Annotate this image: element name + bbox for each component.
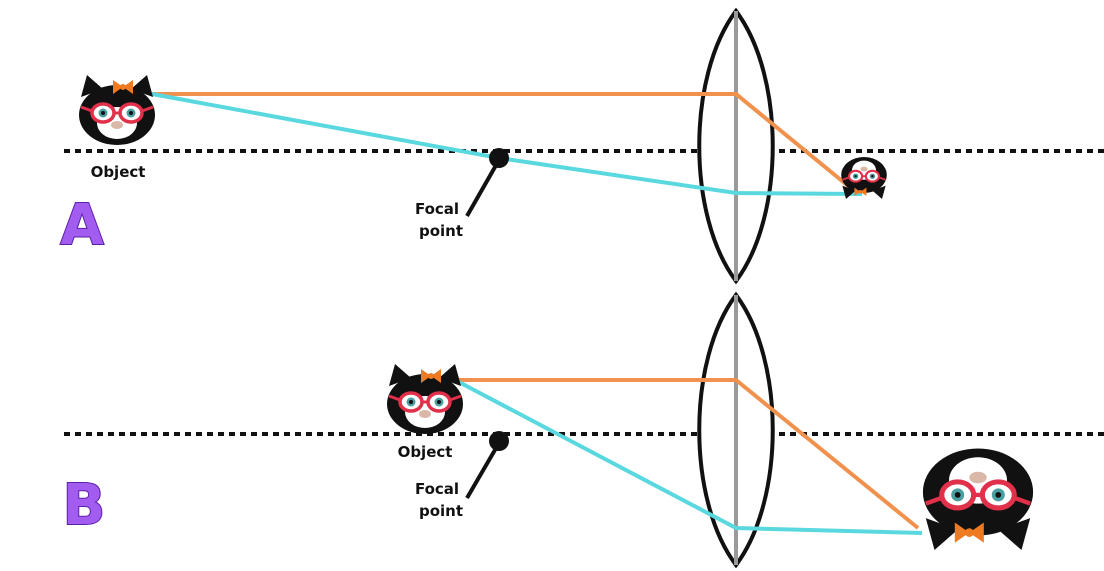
object-label-b: Object: [398, 443, 453, 461]
panel-letter-b: B: [63, 473, 106, 538]
focal-label-a-line2: point: [419, 222, 463, 240]
focal-ray-a: [151, 92, 863, 196]
image-cat-icon: [923, 449, 1033, 551]
focal-label-a-line1: Focal: [415, 200, 459, 218]
focal-pointer: [465, 441, 501, 500]
focal-ray-b: [454, 378, 923, 535]
parallel-ray-a: [152, 92, 860, 196]
image-cat-icon: [840, 155, 888, 201]
focal-pointer: [465, 159, 501, 217]
focal-label-b-line2: point: [419, 502, 463, 520]
panel-a: Object Focal point A: [59, 9, 1104, 283]
parallel-ray-b: [455, 378, 920, 530]
panel-letter-a: A: [60, 193, 104, 258]
focal-dot-icon: [489, 148, 509, 168]
convex-lens-icon: [697, 9, 775, 283]
object-label-a: Object: [91, 163, 146, 181]
convex-lens-icon: [697, 293, 775, 567]
focal-dot-icon: [489, 431, 509, 451]
focal-label-b-line1: Focal: [415, 480, 459, 498]
object-cat-icon: [77, 73, 157, 147]
panel-b: Object Focal point B: [62, 293, 1104, 567]
object-cat-icon: [385, 362, 465, 436]
